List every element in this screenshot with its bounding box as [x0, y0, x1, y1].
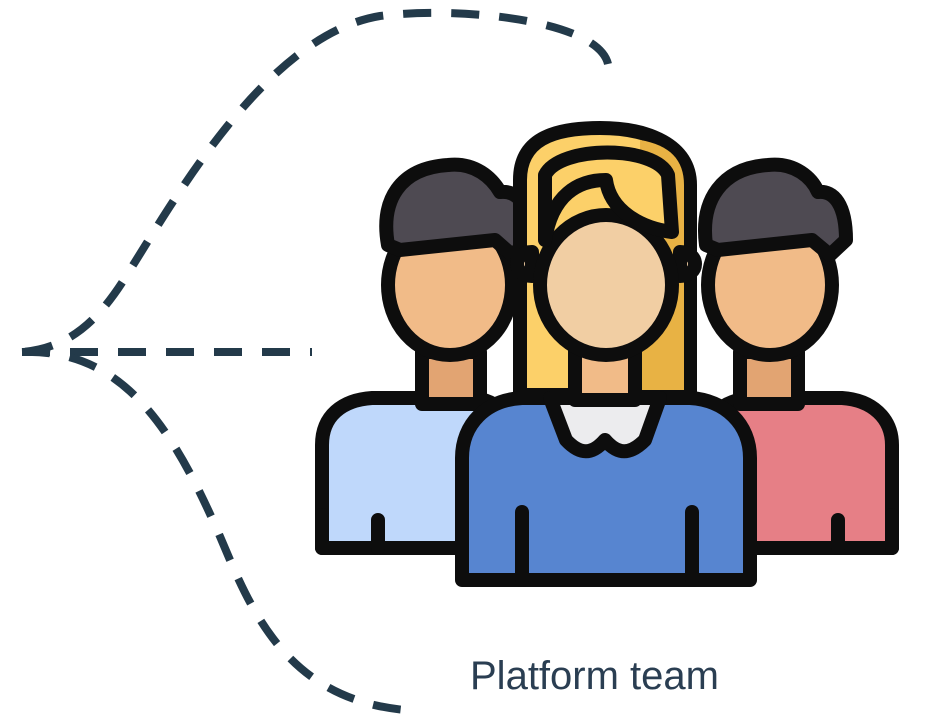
- right-hair: [698, 157, 853, 262]
- center-ear-left: [510, 245, 539, 283]
- center-collar: [543, 391, 667, 459]
- connector-lower: [21, 347, 406, 714]
- center-shirt: [455, 391, 757, 587]
- center-ear-right: [673, 245, 702, 283]
- left-hair: [379, 157, 537, 262]
- team-people-icon: [315, 121, 899, 587]
- right-person: [698, 157, 899, 555]
- connector-upper: [21, 8, 612, 356]
- center-hair-part: [538, 145, 679, 247]
- connector-lines: [21, 8, 612, 714]
- center-person: [455, 121, 757, 587]
- team-label: Platform team: [470, 654, 719, 698]
- center-face: [533, 208, 679, 362]
